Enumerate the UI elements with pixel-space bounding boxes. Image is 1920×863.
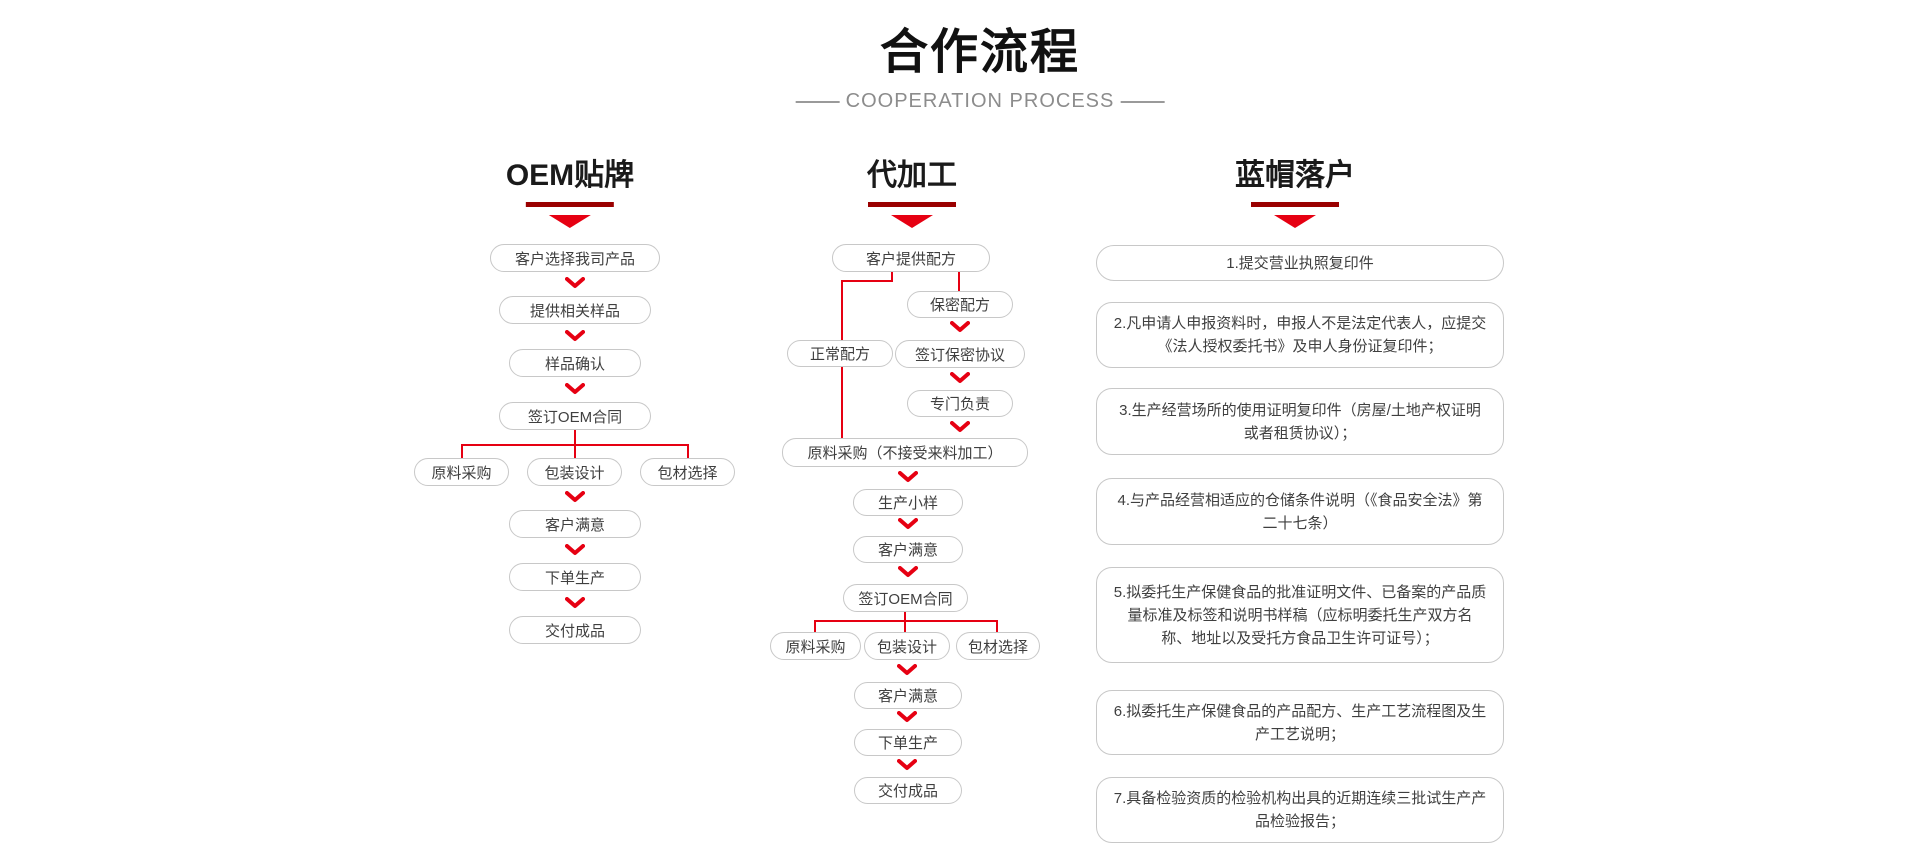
requirement-item: 2.凡申请人申报资料时，申报人不是法定代表人，应提交《法人授权委托书》及申人身份… bbox=[1096, 302, 1504, 368]
flow-step: 样品确认 bbox=[509, 349, 641, 377]
flow-step: 签订保密协议 bbox=[895, 340, 1025, 368]
column-header-oem: OEM贴牌 bbox=[506, 158, 634, 228]
requirement-item: 4.与产品经营相适应的仓储条件说明（《食品安全法》第二十七条） bbox=[1096, 478, 1504, 545]
arrow-down-icon bbox=[898, 566, 918, 577]
title-underline bbox=[1251, 202, 1339, 207]
connector-line bbox=[904, 620, 906, 632]
arrow-down-icon bbox=[565, 491, 585, 502]
flow-step: 包装设计 bbox=[864, 632, 950, 660]
column-header-bluecap: 蓝帽落户 bbox=[1235, 158, 1355, 228]
page-title: 合作流程 bbox=[879, 26, 1081, 79]
flow-step: 签订OEM合同 bbox=[843, 584, 968, 612]
connector-line bbox=[958, 272, 960, 291]
column-header-processing: 代加工 bbox=[867, 158, 957, 228]
column-title: OEM贴牌 bbox=[505, 159, 635, 192]
flow-step: 包材选择 bbox=[956, 632, 1040, 660]
requirement-item: 3.生产经营场所的使用证明复印件（房屋/土地产权证明或者租赁协议）； bbox=[1096, 388, 1504, 455]
connector-line bbox=[687, 444, 689, 458]
flow-step: 原料采购 bbox=[414, 458, 509, 486]
connector-line bbox=[574, 430, 576, 446]
arrow-down-icon bbox=[565, 383, 585, 394]
triangle-down-icon bbox=[891, 215, 933, 228]
flow-step: 包材选择 bbox=[640, 458, 735, 486]
connector-line bbox=[574, 444, 576, 458]
connector-line bbox=[841, 280, 893, 282]
flow-step: 专门负责 bbox=[907, 390, 1013, 417]
flow-step: 下单生产 bbox=[854, 729, 962, 756]
arrow-down-icon bbox=[950, 372, 970, 383]
connector-line bbox=[814, 620, 998, 622]
page-subtitle: COOPERATION PROCESS bbox=[796, 90, 1165, 113]
flow-step: 保密配方 bbox=[907, 291, 1013, 318]
requirement-item: 6.拟委托生产保健食品的产品配方、生产工艺流程图及生产工艺说明； bbox=[1096, 690, 1504, 755]
arrow-down-icon bbox=[950, 321, 970, 332]
flow-step: 交付成品 bbox=[854, 777, 962, 804]
title-underline bbox=[868, 202, 956, 207]
arrow-down-icon bbox=[565, 330, 585, 341]
arrow-down-icon bbox=[898, 471, 918, 482]
flow-step: 包装设计 bbox=[527, 458, 622, 486]
column-title: 代加工 bbox=[867, 159, 957, 192]
arrow-down-icon bbox=[565, 597, 585, 608]
arrow-down-icon bbox=[897, 759, 917, 770]
arrow-down-icon bbox=[897, 664, 917, 675]
flow-step: 客户提供配方 bbox=[832, 244, 990, 272]
arrow-down-icon bbox=[897, 711, 917, 722]
flow-step: 下单生产 bbox=[509, 563, 641, 591]
requirement-item: 7.具备检验资质的检验机构出具的近期连续三批试生产产品检验报告； bbox=[1096, 777, 1504, 843]
requirement-item: 5.拟委托生产保健食品的批准证明文件、已备案的产品质量标准及标签和说明书样稿（应… bbox=[1096, 567, 1504, 663]
flow-step: 原料采购 bbox=[770, 632, 861, 660]
arrow-down-icon bbox=[565, 544, 585, 555]
flow-step: 客户满意 bbox=[854, 682, 962, 709]
connector-line bbox=[814, 620, 816, 632]
connector-line bbox=[461, 444, 463, 458]
arrow-down-icon bbox=[950, 421, 970, 432]
flow-step: 客户满意 bbox=[853, 536, 963, 563]
connector-line bbox=[996, 620, 998, 632]
flow-step: 生产小样 bbox=[853, 489, 963, 516]
triangle-down-icon bbox=[549, 215, 591, 228]
flow-step: 客户满意 bbox=[509, 510, 641, 538]
flow-step: 原料采购（不接受来料加工） bbox=[782, 438, 1028, 467]
column-title: 蓝帽落户 bbox=[1235, 159, 1355, 192]
flow-step: 交付成品 bbox=[509, 616, 641, 644]
flow-step: 正常配方 bbox=[787, 340, 893, 367]
connector-line bbox=[891, 272, 893, 282]
title-underline bbox=[526, 202, 614, 207]
flow-step: 签订OEM合同 bbox=[499, 402, 651, 430]
flow-step: 客户选择我司产品 bbox=[490, 244, 660, 272]
arrow-down-icon bbox=[565, 277, 585, 288]
connector-line bbox=[904, 612, 906, 622]
triangle-down-icon bbox=[1274, 215, 1316, 228]
arrow-down-icon bbox=[898, 518, 918, 529]
requirement-item: 1.提交营业执照复印件 bbox=[1096, 245, 1504, 281]
flow-step: 提供相关样品 bbox=[499, 296, 651, 324]
